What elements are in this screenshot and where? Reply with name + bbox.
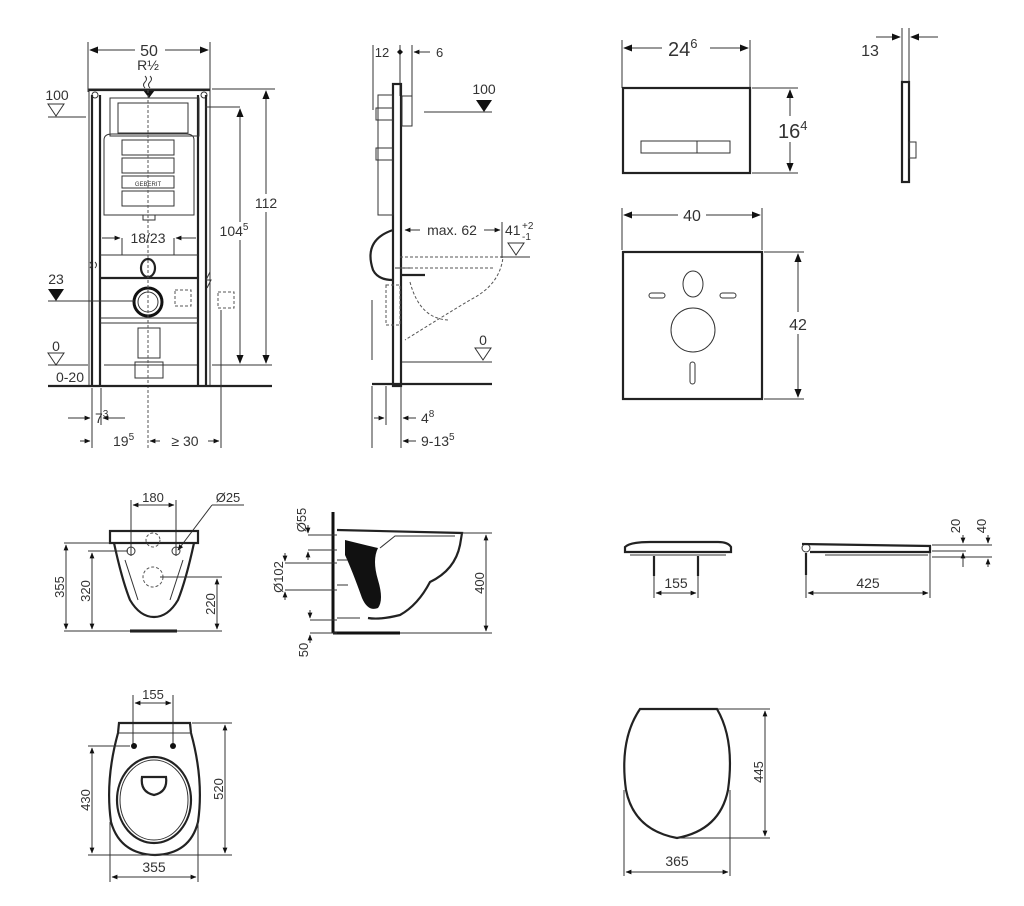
bowl-rear-view: 180 Ø25 355 320 220 [52, 490, 244, 633]
bowl-width-label: 355 [142, 859, 166, 875]
flush-plate-front-view: 246 164 [621, 36, 816, 175]
water-supply-icon [143, 75, 152, 89]
mat-width-label: 40 [683, 208, 701, 225]
max-projection-label: max. 62 [427, 222, 477, 238]
wall-gap-label: 48 [421, 409, 435, 426]
center-left-label: 195 [113, 432, 135, 449]
flush-button-small [696, 140, 731, 154]
floor-range-label: 0-20 [56, 369, 84, 385]
wall-range-label: 9-135 [421, 432, 455, 449]
base-offset-label: 50 [296, 643, 311, 657]
frame-side-view: 12 6 100 max. 62 41 +2 -1 0 [369, 45, 534, 449]
water-icon [89, 261, 97, 269]
plate-thickness-label: 13 [861, 43, 879, 60]
inlet-arrow-icon [143, 90, 155, 98]
level-marker-filled-icon [476, 100, 492, 112]
length-430-label: 430 [78, 789, 93, 811]
seat-hinge-spacing-label: 155 [664, 575, 688, 591]
seat-length-top-label: 445 [751, 761, 766, 783]
flush-plate [621, 86, 752, 175]
seat-thick-40-label: 40 [974, 519, 989, 533]
depth-back-label: 12 [375, 45, 389, 60]
frame-front-view: 50 R½ GEBERIT [45, 40, 280, 449]
depth-front-label: 6 [436, 45, 443, 60]
fix-spacing-label: 180 [142, 490, 164, 505]
seat-height-label: 41 [505, 222, 521, 238]
seat-tol-plus: +2 [522, 221, 534, 232]
sound-insulation-mat: 40 42 [621, 205, 814, 401]
seat-side-view: 425 20 40 [801, 519, 992, 598]
center-right-label: ≥ 30 [171, 433, 198, 449]
level-marker-filled-icon [48, 289, 64, 301]
mat-height-label: 42 [789, 317, 807, 334]
seat-top-view: 445 365 [623, 707, 770, 876]
bowl-height-label: 400 [472, 572, 487, 594]
frame-width-label: 50 [140, 43, 158, 60]
side-level-floor-label: 0 [479, 332, 487, 348]
height-total-label: 112 [255, 195, 278, 211]
side-level-top-label: 100 [472, 81, 496, 97]
seat-length-label: 425 [856, 575, 880, 591]
foot-offset-label: 73 [95, 409, 109, 426]
level-marker-icon [47, 352, 65, 366]
seat-tol-minus: -1 [522, 232, 531, 243]
fix-hole-label: Ø25 [216, 490, 241, 505]
level-drain-label: 23 [48, 271, 64, 287]
electric-icon [205, 271, 212, 289]
level-floor-label: 0 [52, 338, 60, 354]
plate-height-label: 164 [778, 118, 807, 143]
outlet-spacing-label: 18/23 [130, 230, 165, 246]
level-marker-icon [47, 103, 65, 117]
length-520-label: 520 [211, 778, 226, 800]
inlet-dia-label: Ø55 [294, 508, 309, 533]
height-inlet-label: 1045 [220, 222, 249, 239]
flush-button-large [640, 140, 698, 154]
seat-front-view: 155 [623, 540, 733, 598]
inlet-label: R½ [137, 57, 159, 73]
top-hinge-spacing-label: 155 [142, 687, 164, 702]
seat-width-label: 365 [665, 853, 689, 869]
height-320-label: 320 [78, 580, 93, 602]
height-220-label: 220 [203, 593, 218, 615]
bowl-top-view: 155 430 520 355 [78, 687, 232, 882]
outlet-dia-label: Ø102 [271, 561, 286, 593]
flush-plate-side-view: 13 [861, 28, 938, 184]
level-marker-icon [474, 347, 492, 361]
bowl-side-view: Ø55 Ø102 50 400 [271, 508, 492, 657]
seat-thick-20-label: 20 [948, 519, 963, 533]
height-355-label: 355 [52, 576, 67, 598]
plate-width-label: 246 [668, 36, 697, 61]
level-top-label: 100 [45, 87, 69, 103]
level-marker-icon [507, 242, 525, 256]
